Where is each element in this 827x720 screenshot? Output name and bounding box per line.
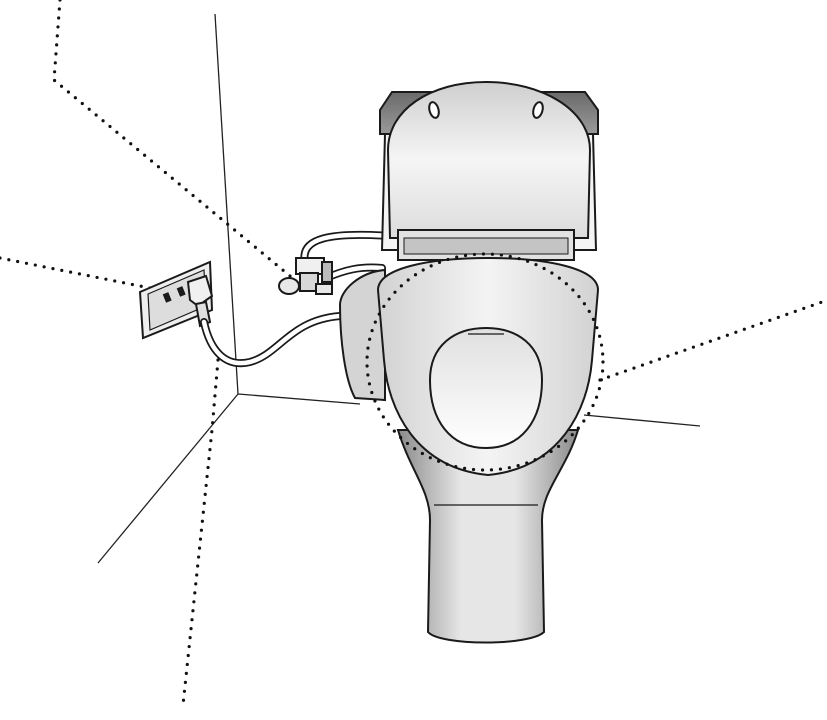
water-valve bbox=[278, 257, 333, 295]
seat-lid bbox=[386, 80, 592, 239]
callout-lines bbox=[0, 0, 824, 707]
seat-side-unit bbox=[338, 268, 386, 402]
room-walls bbox=[97, 13, 701, 564]
bidet-seat bbox=[376, 256, 600, 477]
seat-opening bbox=[428, 326, 544, 450]
seat-hinge bbox=[397, 229, 575, 261]
toilet-bowl bbox=[396, 429, 580, 644]
seat-highlight-circle bbox=[365, 252, 605, 472]
